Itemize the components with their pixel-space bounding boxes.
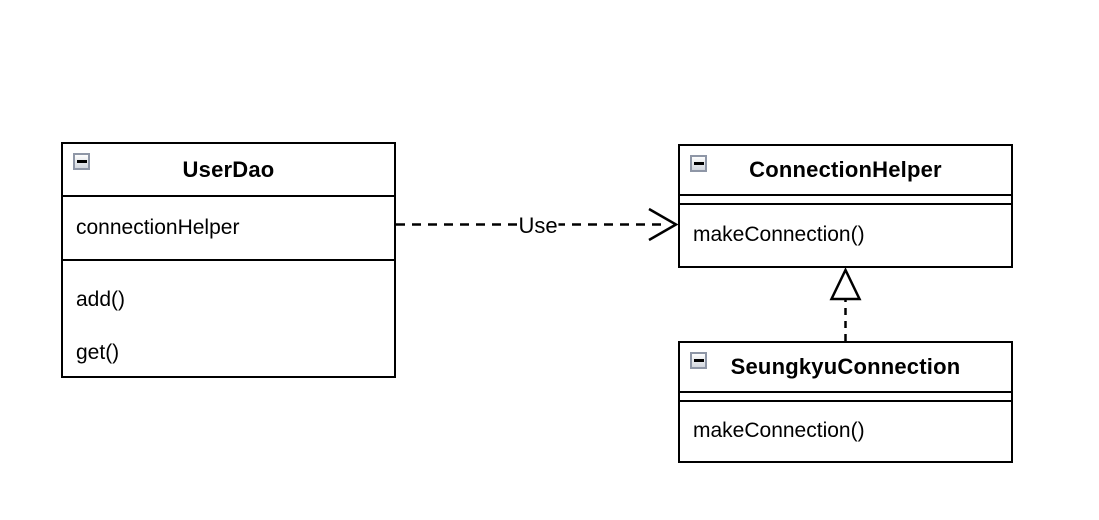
class-header: UserDao [63, 144, 394, 197]
realization-edge [829, 267, 862, 341]
minus-glyph [76, 160, 87, 163]
class-header: ConnectionHelper [680, 146, 1011, 196]
method-item: add() [76, 287, 126, 311]
collapse-minus-icon[interactable] [690, 155, 707, 172]
class-name: SeungkyuConnection [730, 354, 961, 379]
attributes-compartment-empty [680, 196, 1011, 205]
class-header: SeungkyuConnection [680, 343, 1011, 393]
dependency-open-arrowhead-icon [648, 207, 679, 242]
attributes-compartment-empty [680, 393, 1011, 402]
class-box-userdao[interactable]: UserDao connectionHelper add() get() [61, 142, 396, 378]
methods-compartment: makeConnection() [680, 205, 1011, 264]
method-item: makeConnection() [693, 222, 865, 246]
collapse-minus-icon[interactable] [690, 352, 707, 369]
class-name: ConnectionHelper [749, 157, 942, 182]
class-box-connectionhelper[interactable]: ConnectionHelper makeConnection() [678, 144, 1013, 268]
methods-compartment: add() get() [63, 261, 394, 379]
methods-compartment: makeConnection() [680, 402, 1011, 459]
minus-glyph [693, 162, 704, 165]
method-item: makeConnection() [693, 418, 865, 442]
minus-glyph [693, 359, 704, 362]
attributes-compartment: connectionHelper [63, 197, 394, 261]
dependency-label: Use [517, 213, 559, 238]
class-name: UserDao [182, 156, 275, 182]
collapse-minus-icon[interactable] [73, 153, 90, 170]
attribute-item: connectionHelper [76, 216, 240, 239]
method-item: get() [76, 340, 120, 364]
realization-hollow-triangle-icon [829, 267, 862, 301]
class-box-seungkyuconnection[interactable]: SeungkyuConnection makeConnection() [678, 341, 1013, 463]
